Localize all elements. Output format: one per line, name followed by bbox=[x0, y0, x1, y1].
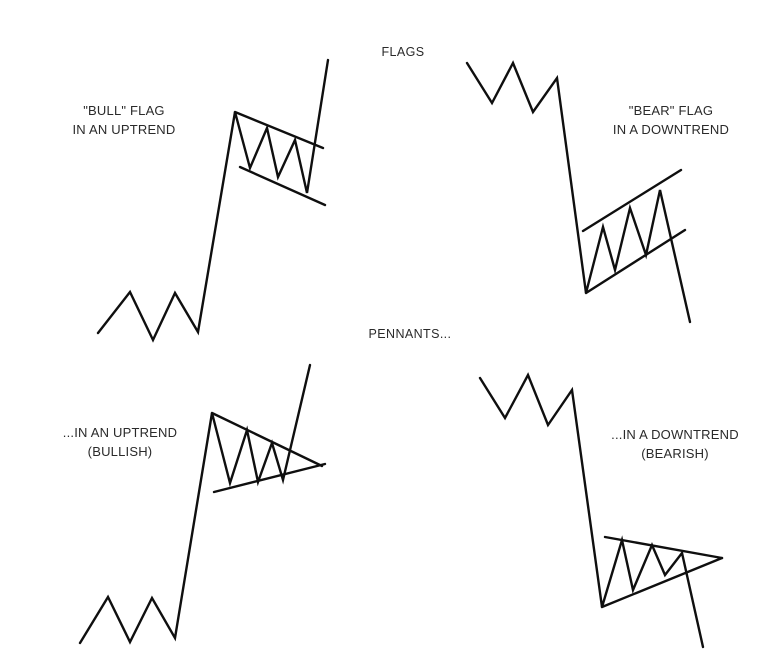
bull-pennant-lower-trendline bbox=[212, 462, 327, 494]
bull-flag-label: "BULL" FLAG IN AN UPTREND bbox=[44, 101, 204, 139]
bear-flag-upper-trendline bbox=[581, 168, 683, 233]
bear-pennant-upper-trendline bbox=[603, 535, 724, 560]
bull-flag-price-line bbox=[96, 58, 330, 343]
bear-pennant-label: ...IN A DOWNTREND (BEARISH) bbox=[595, 425, 755, 463]
bear-pennant-label-line1: ...IN A DOWNTREND bbox=[611, 427, 739, 442]
bull-flag-label-line1: "BULL" FLAG bbox=[83, 103, 165, 118]
bear-flag-label-line1: "BEAR" FLAG bbox=[628, 103, 714, 118]
bull-pennant-price-line bbox=[78, 363, 312, 645]
bull-pennant-upper-trendline bbox=[210, 411, 324, 468]
bear-pennant-price-line bbox=[478, 372, 705, 649]
bear-flag-price-line bbox=[465, 60, 692, 324]
flags-section-title: FLAGS bbox=[381, 45, 425, 59]
pennants-section-title: PENNANTS... bbox=[368, 327, 452, 341]
bull-flag-lower-trendline bbox=[238, 165, 327, 207]
bear-pennant-lower-trendline bbox=[600, 556, 724, 609]
bull-pennant-label-line1: ...IN AN UPTREND bbox=[62, 425, 178, 440]
bear-pennant-label-line2: (BEARISH) bbox=[641, 446, 709, 461]
bear-flag-label: "BEAR" FLAG IN A DOWNTREND bbox=[591, 101, 751, 139]
bull-pennant-label: ...IN AN UPTREND (BULLISH) bbox=[40, 423, 200, 461]
bull-flag-label-line2: IN AN UPTREND bbox=[72, 122, 176, 137]
bull-pennant-label-line2: (BULLISH) bbox=[87, 444, 153, 459]
bear-flag-label-line2: IN A DOWNTREND bbox=[612, 122, 730, 137]
bull-flag-upper-trendline bbox=[233, 110, 325, 150]
bear-flag-lower-trendline bbox=[584, 228, 687, 295]
